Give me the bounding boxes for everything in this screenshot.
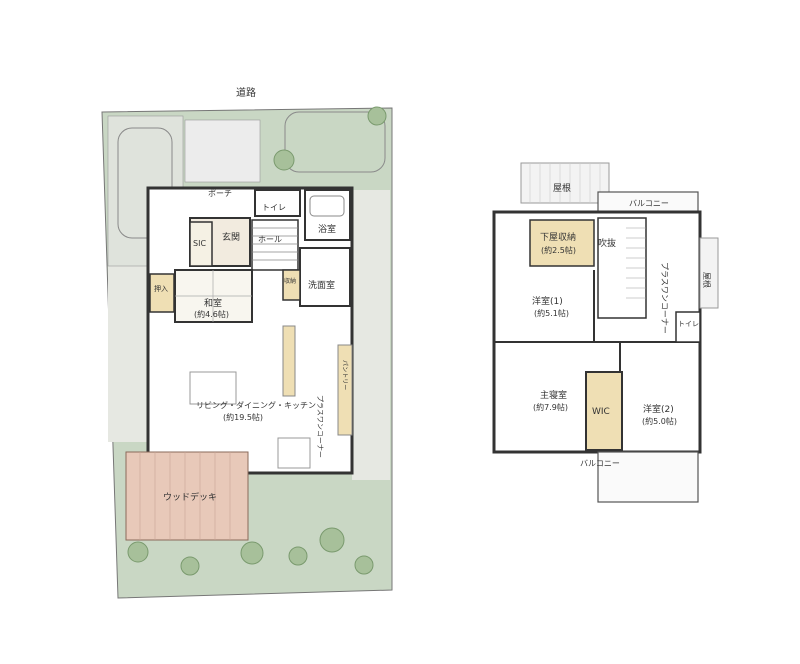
sic-label: SIC — [193, 239, 206, 248]
ldk-label: リビング・ダイニング・キッチン — [196, 400, 316, 410]
wic-room — [585, 371, 623, 451]
tree — [288, 546, 308, 566]
floor1-plan: 道路 ポーチ トイレ 浴室 玄関 ホール SIC 洗面室 収納 押入 和室 (約… — [101, 86, 393, 599]
room1-label: 洋室(1) — [532, 295, 563, 307]
washroom — [299, 247, 351, 307]
storage-label: 収納 — [284, 277, 296, 285]
sic-room — [189, 221, 213, 267]
wood-deck-label: ウッドデッキ — [163, 491, 217, 503]
pantry-label: パントリー — [341, 360, 348, 390]
tree — [240, 541, 264, 565]
attic-size-label: (約2.5帖) — [541, 245, 576, 255]
car-outline-1 — [117, 127, 173, 239]
wic-label: WIC — [592, 407, 610, 417]
room2-label: 洋室(2) — [643, 403, 674, 415]
pantry-shelf — [282, 325, 296, 397]
entrance-label: 玄関 — [222, 231, 240, 243]
master-label: 主寝室 — [540, 389, 567, 401]
attic-label: 下屋収納 — [540, 231, 576, 243]
road-label: 道路 — [236, 86, 256, 99]
tree — [354, 555, 374, 575]
sofa — [189, 371, 237, 405]
oshiire-label: 押入 — [154, 284, 168, 293]
roof-label: 屋根 — [553, 182, 571, 194]
balcony-top-label: バルコニー — [629, 199, 669, 208]
gravel-left — [108, 262, 150, 442]
bathtub — [309, 195, 345, 217]
roof-right-label: 屋根 — [702, 272, 712, 288]
balcony-bottom-label: バルコニー — [580, 459, 620, 468]
stair — [251, 219, 299, 271]
toilet-label-1f: トイレ — [262, 203, 286, 212]
washitsu-label: 和室 — [204, 297, 222, 309]
void-stair — [626, 227, 646, 299]
room2-size-label: (約5.0帖) — [642, 416, 677, 426]
master-size-label: (約7.9帖) — [533, 402, 568, 412]
room1-size-label: (約5.1帖) — [534, 308, 569, 318]
tree — [367, 106, 387, 126]
tree — [273, 149, 295, 171]
toilet-room — [254, 189, 301, 217]
wood-deck — [125, 451, 249, 541]
tree — [127, 541, 149, 563]
kitchen-counter — [337, 344, 353, 436]
attic-storage — [529, 219, 595, 267]
ldk-size-label: (約19.5帖) — [223, 412, 263, 422]
toilet-label-2f: トイレ — [678, 320, 699, 328]
fukinuke-label: 吹抜 — [598, 237, 616, 249]
washitsu-size-label: (約4.6帖) — [194, 309, 229, 319]
roof-right-area — [699, 237, 719, 309]
tree — [319, 527, 345, 553]
plus-one-corner-label-2f: プラスワンコーナー — [660, 262, 669, 334]
balcony-bottom — [597, 451, 699, 503]
plus-one-corner-label-1f: プラスワンコーナー — [316, 395, 324, 458]
gravel-right — [352, 190, 390, 480]
washroom-label: 洗面室 — [308, 279, 335, 291]
tree — [180, 556, 200, 576]
dining-table — [277, 437, 311, 469]
porch-label: ポーチ — [208, 189, 232, 198]
hall-label: ホール — [258, 235, 282, 244]
car-outline-2 — [284, 111, 386, 173]
oshiire-room — [149, 273, 175, 313]
bath-label: 浴室 — [318, 223, 336, 235]
storage-room — [282, 269, 301, 301]
roof-area — [520, 162, 610, 204]
approach-tiles — [184, 119, 261, 183]
toilet-room-2f — [675, 311, 701, 343]
floor2-plan: 屋根 バルコニー 下屋収納 (約2.5帖) 吹抜 プラスワンコーナー 屋根 洋室… — [492, 162, 719, 503]
deck-planks — [139, 452, 231, 540]
